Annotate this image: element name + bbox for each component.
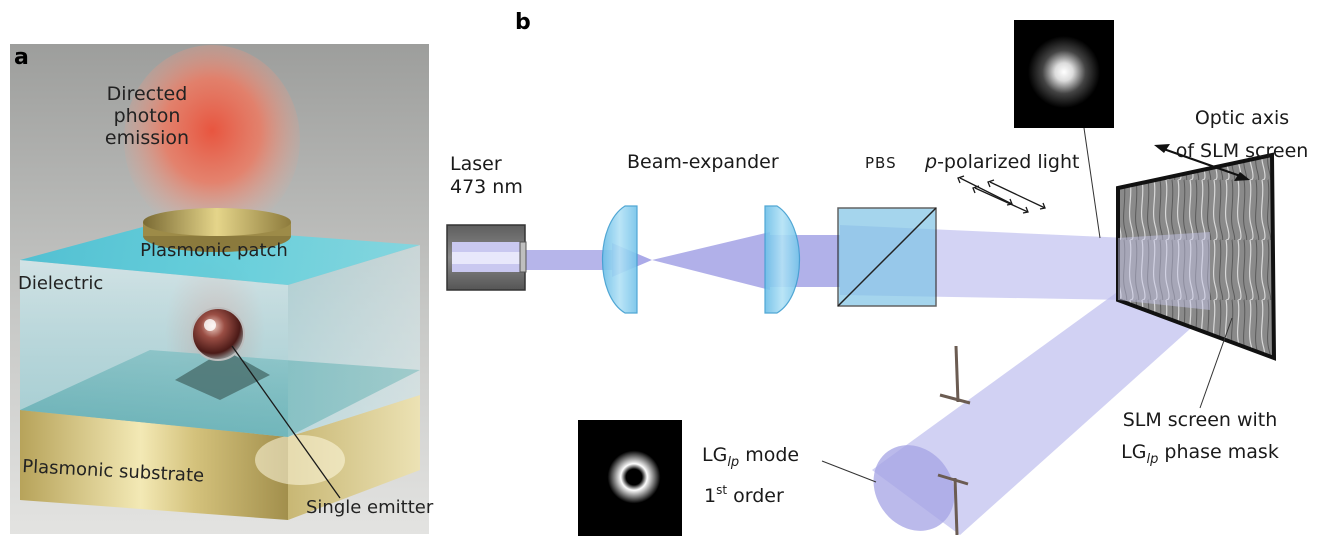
- optic-axis-arrow: [1154, 144, 1250, 181]
- laser-aperture: [519, 241, 527, 273]
- dielectric-side: [288, 245, 420, 437]
- substrate-side: [288, 395, 420, 520]
- emitter-leader-line: [231, 345, 341, 499]
- optic-axis-label-2: of SLM screen: [1176, 140, 1309, 162]
- substrate-front: [20, 410, 288, 520]
- panel-a: a Directed photon emission Plasmonic pat…: [10, 44, 434, 534]
- laser-label-1: Laser: [450, 153, 502, 175]
- panel-b: b: [446, 10, 1309, 536]
- aperture-top-post: [954, 345, 960, 403]
- gauss-leader-line: [1083, 127, 1101, 239]
- plasmonic-patch-top: [143, 208, 291, 236]
- reflected-beam: [872, 290, 1200, 535]
- gaussian-spot: [1028, 36, 1100, 108]
- slm-screen[interactable]: [1116, 152, 1277, 361]
- laser-window-core: [452, 252, 520, 264]
- panel-b-letter: b: [515, 10, 531, 35]
- aperture-bottom-bar: [937, 473, 969, 486]
- expander-label: Beam-expander: [627, 151, 779, 173]
- emission-label-3: emission: [105, 127, 189, 149]
- aperture-top-bar: [939, 393, 971, 405]
- slm-beam-overlay: [1118, 232, 1210, 310]
- dielectric-label: Dielectric: [18, 273, 103, 294]
- emission-lobe: [124, 45, 300, 235]
- reflected-beam-end: [873, 445, 955, 531]
- pbs-diagonal: [837, 207, 937, 307]
- optic-axis-label-1: Optic axis: [1195, 107, 1289, 129]
- order-label: 1st order: [704, 483, 784, 507]
- single-emitter-sphere: [191, 307, 245, 361]
- lg-mode-ring: [590, 433, 678, 521]
- mode-leader-line: [821, 460, 877, 483]
- polarization-arrows: [957, 175, 1046, 214]
- lens-1: [601, 205, 638, 314]
- polarized-label: p-polarized light: [924, 151, 1080, 173]
- slm-label-2: LGlp phase mask: [1121, 441, 1279, 467]
- panel-a-letter: a: [14, 45, 29, 70]
- lens-2: [764, 205, 801, 314]
- pbs-label: PBS: [865, 154, 897, 172]
- emitter-highlight: [204, 319, 216, 331]
- emitter-pedestal: [175, 350, 270, 400]
- mode-label: LGlp mode: [702, 444, 799, 470]
- slm-label-1: SLM screen with: [1123, 409, 1278, 431]
- laser-beam: [525, 250, 613, 270]
- slm-leader-line: [1199, 317, 1233, 409]
- emission-label-2: photon: [114, 105, 181, 127]
- dielectric-top: [20, 225, 420, 285]
- aperture-bottom-post: [953, 477, 959, 536]
- emitter-label: Single emitter: [306, 497, 434, 518]
- emission-label-1: Directed: [107, 83, 188, 105]
- patch-label: Plasmonic patch: [140, 240, 288, 261]
- expander-beam-diverge: [652, 232, 770, 290]
- laser-label-2: 473 nm: [450, 176, 523, 198]
